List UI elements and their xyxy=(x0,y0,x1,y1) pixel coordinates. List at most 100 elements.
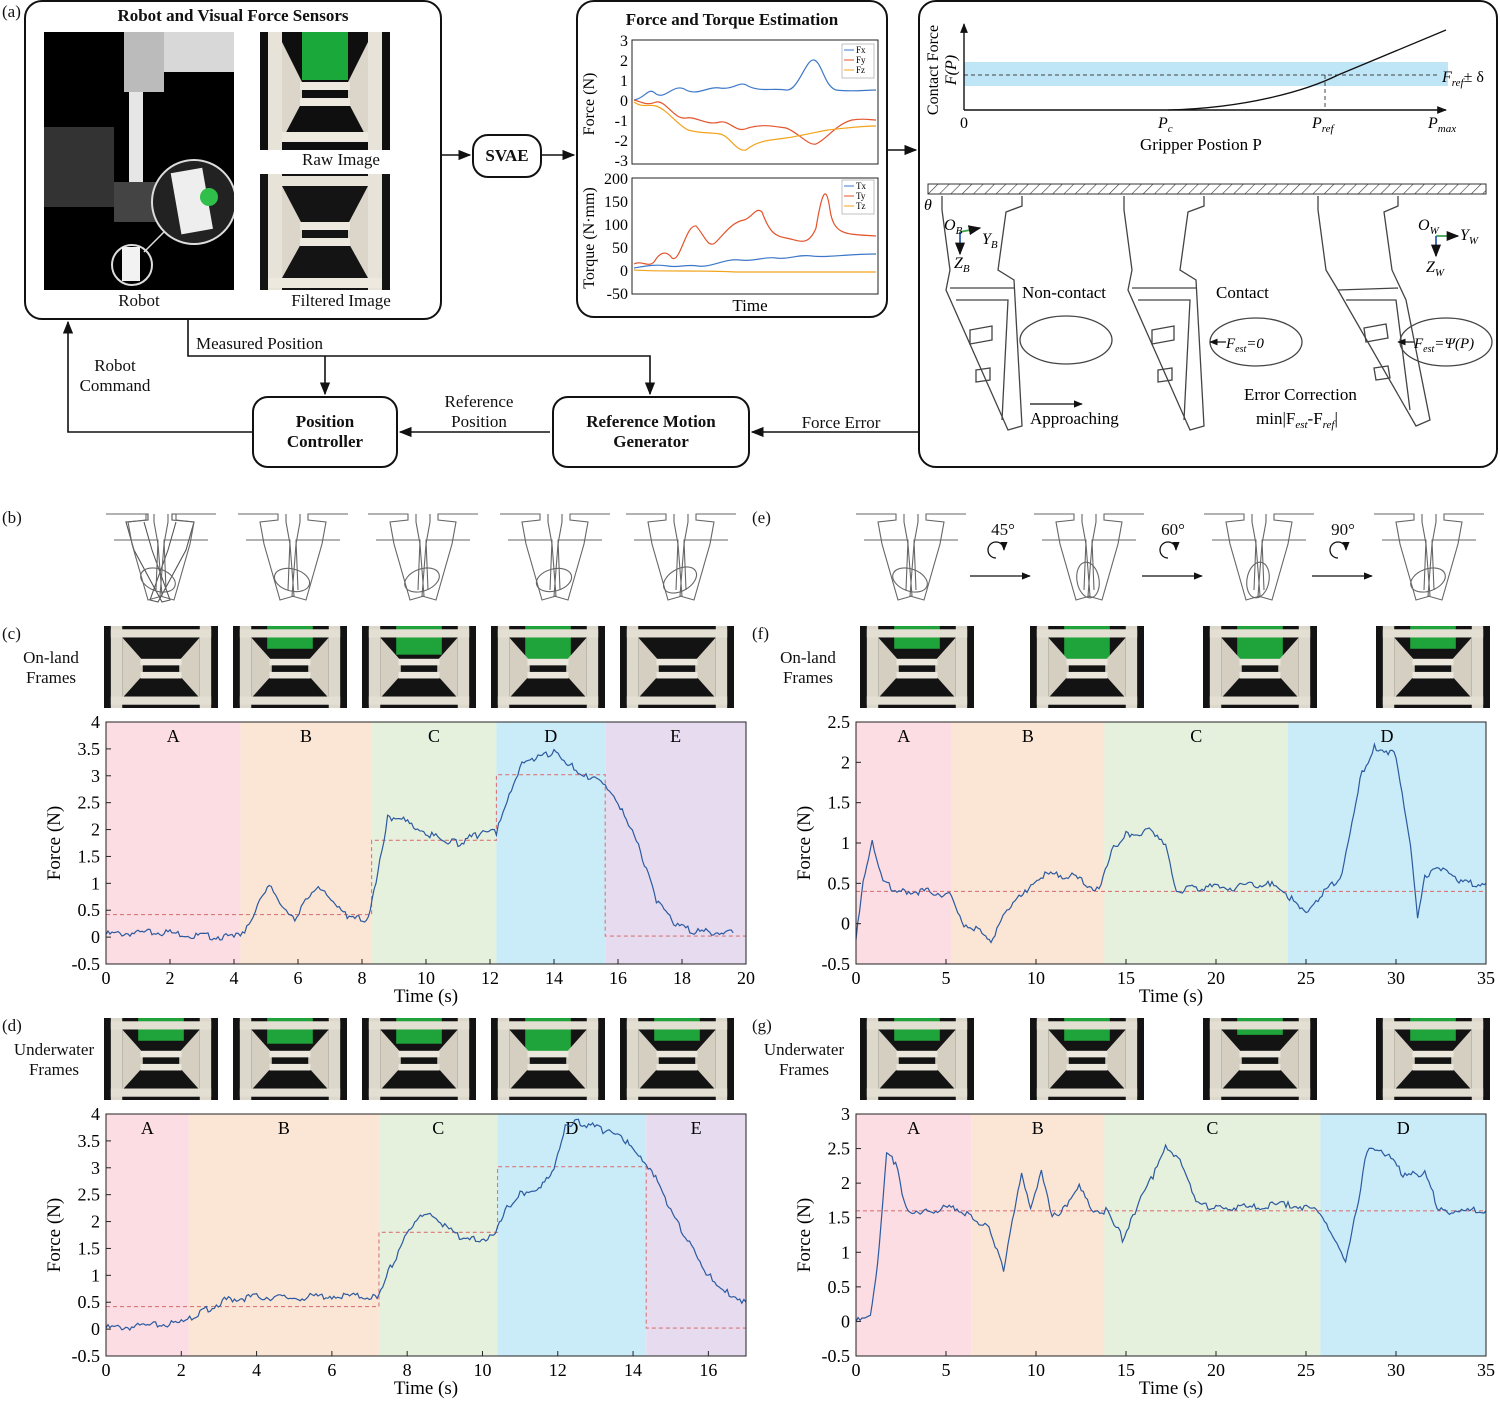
torque-axis-label: Torque (N·mm) xyxy=(581,187,598,289)
fref-band-label: Fref± δ xyxy=(1441,69,1484,89)
region-label: A xyxy=(167,726,180,746)
gripper-sketch xyxy=(500,513,610,601)
region-label: B xyxy=(1032,1118,1044,1138)
rotation-45-label: 45° xyxy=(991,520,1015,539)
min-est-sub: est xyxy=(1295,419,1308,431)
force-tick: -1 xyxy=(615,113,628,130)
x-axis-label: Time (s) xyxy=(1139,1378,1203,1399)
y-tick-label: 3 xyxy=(91,766,100,786)
zw-subscript: W xyxy=(1435,267,1445,279)
torque-z-trace xyxy=(633,269,876,273)
region-band xyxy=(497,1114,647,1356)
frame-thumbnail xyxy=(620,1018,734,1100)
underwater-line1: Underwater xyxy=(13,1040,95,1059)
left-finger-inner xyxy=(864,539,909,591)
min-expr-tail: | xyxy=(1334,409,1337,428)
reference-line xyxy=(106,774,746,937)
measured-position-label: Measured Position xyxy=(196,334,324,353)
region-label: A xyxy=(907,1118,920,1138)
legend-entry: Ty xyxy=(856,191,866,201)
left-finger-inner xyxy=(634,539,679,591)
fest-zero-label: Fest=0 xyxy=(1225,336,1264,355)
zb-subscript: B xyxy=(963,263,970,275)
on-land-line2: Frames xyxy=(782,668,834,687)
rotate-icon-3 xyxy=(1329,541,1350,559)
object-ellipse xyxy=(140,567,176,593)
y-tick-label: 1.5 xyxy=(828,793,851,813)
x-tick-label: 4 xyxy=(252,1360,261,1380)
rotation-90-label: 90° xyxy=(1331,520,1355,539)
x-axis-label: Time (s) xyxy=(394,1378,458,1399)
reference-force-band xyxy=(964,62,1448,86)
generator-line1: Reference Motion xyxy=(586,412,716,431)
y-tick-label: 2 xyxy=(841,1173,850,1193)
x-tick-label: 6 xyxy=(294,968,303,988)
reference-line xyxy=(106,1166,746,1329)
right-finger-inner xyxy=(163,539,208,591)
x-tick-label: 15 xyxy=(1117,968,1135,988)
contact-force-diagram: Contact Force F(P) 0 Pc Pref Pmax Grippe… xyxy=(924,23,1493,431)
x-tick-label: 5 xyxy=(942,968,951,988)
right-finger-outline xyxy=(1427,513,1484,601)
raw-image-label: Raw Image xyxy=(302,150,380,169)
region-label: D xyxy=(1397,1118,1410,1138)
frame-thumbnail xyxy=(104,626,218,708)
right-finger-inner xyxy=(1431,539,1476,591)
pmax-symbol: P xyxy=(1427,115,1438,132)
on-land-line1: On-land xyxy=(23,648,79,667)
y-axis-label: Force (N) xyxy=(794,1198,815,1272)
legend-entry: Fz xyxy=(856,65,865,75)
time-axis-label: Time xyxy=(732,296,767,315)
pc-label: Pc xyxy=(1157,115,1173,135)
torque-y-trace xyxy=(633,193,877,265)
rotation-60-label: 60° xyxy=(1161,520,1185,539)
force-z-trace xyxy=(633,101,877,151)
y-tick-label: 4 xyxy=(91,1104,100,1124)
torque-tick: 200 xyxy=(604,171,628,188)
finger-bent xyxy=(1317,196,1431,427)
y-tick-label: -0.5 xyxy=(822,954,851,974)
panel-letter-a: (a) xyxy=(2,2,21,21)
y-tick-label: 1.5 xyxy=(828,1208,851,1228)
x-tick-label: 0 xyxy=(852,1360,861,1380)
region-label: A xyxy=(141,1118,154,1138)
x-tick-label: 20 xyxy=(1207,968,1225,988)
position-controller-line1: Position xyxy=(295,412,355,431)
x-tick-label: 8 xyxy=(358,968,367,988)
force-axis-label: Force (N) xyxy=(581,73,598,136)
frame-thumbnail xyxy=(233,1018,347,1100)
y-axis-label: Force (N) xyxy=(44,806,65,880)
fest-zero-subscript: est xyxy=(1235,344,1246,355)
gripper-sketch xyxy=(1204,513,1314,601)
left-finger-inner xyxy=(114,539,159,591)
fest-psi-tail: =Ψ(P) xyxy=(1434,336,1474,352)
finger-contact xyxy=(1123,196,1205,431)
pref-symbol: P xyxy=(1311,115,1322,132)
svae-block: SVAE xyxy=(472,134,542,178)
x-tick-label: 20 xyxy=(737,968,755,988)
torque-legend-entries: Tx Ty Tz xyxy=(844,181,866,211)
force-series-line xyxy=(105,748,734,941)
ow-symbol: O xyxy=(1418,217,1430,234)
rotate-icon-1 xyxy=(987,541,1008,559)
fest-psi-subscript: est xyxy=(1423,344,1434,355)
fref-subscript: ref xyxy=(1452,77,1466,89)
plot-frame xyxy=(105,1113,747,1357)
object-ellipse xyxy=(892,567,928,593)
right-finger-outline xyxy=(291,513,348,601)
y-tick-label: 2.5 xyxy=(828,1139,851,1159)
gripper-sketch xyxy=(106,513,216,601)
region-band xyxy=(106,1114,189,1356)
x-tick-label: 30 xyxy=(1387,968,1405,988)
fest-psi-symbol: F xyxy=(1413,336,1424,352)
region-label: D xyxy=(1381,726,1394,746)
left-finger-outline xyxy=(106,513,163,601)
yb-subscript: B xyxy=(991,239,998,251)
generator-line2: Generator xyxy=(613,432,689,451)
